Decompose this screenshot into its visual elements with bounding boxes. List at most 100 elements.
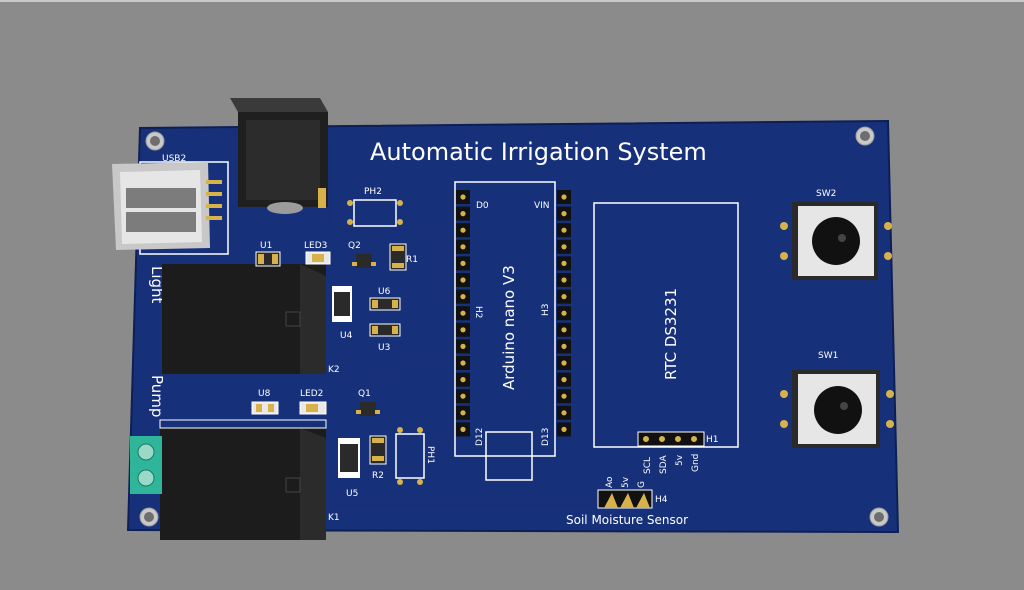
- g-label: G: [637, 481, 647, 488]
- u8-label: U8: [258, 389, 271, 399]
- vin-label: VIN: [534, 201, 550, 211]
- soil-sensor-header-h4: [597, 489, 653, 509]
- r1-label: R1: [406, 255, 418, 265]
- mounting-holes: [139, 126, 889, 527]
- d12-label: D12: [475, 428, 485, 446]
- header-pin: [460, 360, 466, 366]
- ph1-label: PH1: [425, 446, 435, 464]
- led2-label: LED2: [300, 389, 323, 399]
- led2-component: [299, 401, 327, 415]
- u5-component: [338, 438, 360, 478]
- header-pin: [561, 310, 567, 316]
- dc-power-jack: [230, 98, 328, 214]
- ph2-label: PH2: [364, 187, 382, 197]
- header-pin: [460, 227, 466, 233]
- header-pin: [460, 327, 466, 333]
- sw2-label: SW2: [816, 189, 836, 199]
- u6-label: U6: [378, 287, 391, 297]
- 5v-label-rtc: 5v: [675, 454, 685, 466]
- push-button-sw1[interactable]: [780, 370, 894, 448]
- header-pin: [460, 294, 466, 300]
- header-pin: [561, 360, 567, 366]
- header-pin: [460, 310, 466, 316]
- sda-label: SDA: [659, 455, 669, 474]
- header-pin: [561, 194, 567, 200]
- arduino-outline: [454, 181, 556, 457]
- u3-component: [369, 323, 401, 337]
- h2-label: H2: [473, 306, 483, 319]
- u3-label: U3: [378, 343, 390, 353]
- q2-label: Q2: [348, 241, 361, 251]
- u1-label: U1: [260, 241, 272, 251]
- u8-component: [251, 401, 279, 415]
- d13-label: D13: [541, 428, 551, 446]
- h4-label: H4: [655, 495, 668, 505]
- header-pin: [460, 343, 466, 349]
- u4-label: U4: [340, 331, 353, 341]
- arduino-usb-outline: [485, 431, 533, 481]
- board-title: Automatic Irrigation System: [370, 138, 707, 166]
- header-pin: [561, 244, 567, 250]
- header-pin: [561, 377, 567, 383]
- sw1-label: SW1: [818, 351, 838, 361]
- r1-component: [389, 243, 407, 271]
- ao-label: Ao: [605, 476, 615, 488]
- header-pin: [460, 277, 466, 283]
- rtc-outline: [593, 202, 739, 448]
- arduino-header-h2: [456, 190, 470, 437]
- viewport-top-edge: [0, 0, 1024, 2]
- arduino-label: Arduino nano V3: [500, 265, 518, 390]
- usb-label: USB2: [162, 154, 186, 164]
- header-pin: [561, 343, 567, 349]
- relay-k2: [162, 264, 326, 374]
- led3-component: [305, 251, 331, 265]
- u5-label: U5: [346, 489, 358, 499]
- header-pin: [561, 393, 567, 399]
- header-pin: [460, 244, 466, 250]
- header-pin: [460, 377, 466, 383]
- usb-connector: USB2: [112, 154, 229, 255]
- push-button-sw2[interactable]: [780, 202, 892, 280]
- k2-label: K2: [328, 365, 340, 375]
- led3-label: LED3: [304, 241, 327, 251]
- header-pin: [561, 227, 567, 233]
- u6-component: [369, 297, 401, 311]
- header-pin: [460, 194, 466, 200]
- header-pin: [561, 211, 567, 217]
- header-pin: [561, 294, 567, 300]
- header-pin: [460, 393, 466, 399]
- u4-component: [332, 286, 352, 322]
- header-pin: [460, 426, 466, 432]
- light-label: Light: [148, 266, 166, 304]
- r2-component: [369, 435, 387, 465]
- arduino-header-h3: [557, 190, 571, 437]
- gnd-label: Gnd: [691, 454, 701, 472]
- soil-sensor-label: Soil Moisture Sensor: [566, 513, 688, 527]
- d0-label: D0: [476, 201, 489, 211]
- header-pin: [561, 410, 567, 416]
- k1-label: K1: [328, 513, 340, 523]
- header-pin: [460, 410, 466, 416]
- header-pin: [561, 260, 567, 266]
- scl-label: SCL: [643, 457, 653, 474]
- h3-label: H3: [541, 304, 551, 317]
- r2-label: R2: [372, 471, 384, 481]
- rtc-label: RTC DS3231: [662, 288, 680, 380]
- header-pin: [561, 426, 567, 432]
- 5v-label-soil: 5v: [621, 476, 631, 488]
- q1-label: Q1: [358, 389, 371, 399]
- header-pin: [561, 327, 567, 333]
- ph1-component: [395, 427, 425, 485]
- screw-terminal: [130, 436, 162, 494]
- header-pin: [460, 211, 466, 217]
- relay-k1: [159, 419, 327, 540]
- h1-label: H1: [706, 435, 719, 445]
- rtc-header-h1: [637, 431, 705, 447]
- ph2-component: [347, 199, 403, 227]
- q2-component: [352, 254, 376, 268]
- pump-label: Pump: [148, 375, 166, 417]
- q1-component: [356, 402, 380, 416]
- header-pin: [460, 260, 466, 266]
